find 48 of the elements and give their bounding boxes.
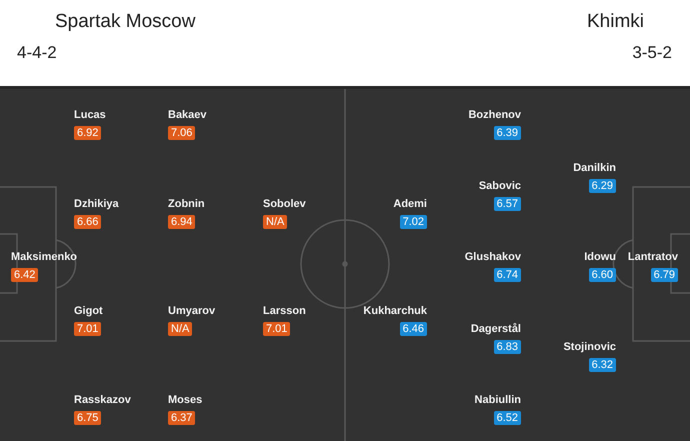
rating-badge: N/A (263, 215, 288, 229)
player-name: Bakaev (168, 108, 207, 122)
rating-badge: 7.02 (400, 215, 427, 229)
player-name: Lucas (74, 108, 106, 122)
player-name: Zobnin (168, 197, 205, 211)
player-name: Dzhikiya (74, 197, 119, 211)
rating-badge: 6.83 (494, 340, 521, 354)
rating-badge: 6.29 (588, 179, 616, 193)
rating-badge: 7.06 (168, 126, 196, 140)
rating-badge: 6.32 (588, 358, 616, 372)
player-name: Lantratov (628, 250, 678, 264)
rating-badge: 6.79 (650, 268, 678, 282)
player-name: Glushakov (464, 250, 521, 264)
player-name: Idowu (584, 250, 616, 264)
rating-badge: 6.66 (74, 215, 102, 229)
team-name: Spartak Moscow (55, 11, 196, 33)
player-name: Rasskazov (74, 393, 131, 407)
rating-badge: 6.94 (168, 215, 196, 229)
rating-badge: 6.92 (74, 126, 102, 140)
formation: 4-4-2 (17, 43, 57, 63)
player-name: Moses (168, 393, 202, 407)
player-name: Bozhenov (468, 108, 521, 122)
player-name: Dagerstål (470, 322, 521, 336)
player-name: Larsson (263, 304, 306, 318)
player-name: Umyarov (168, 304, 216, 318)
player-name: Sabovic (478, 179, 521, 193)
rating-badge: 7.01 (263, 322, 290, 336)
rating-badge: N/A (168, 322, 192, 336)
player-name: Maksimenko (11, 250, 78, 264)
player-name: Sobolev (263, 197, 306, 211)
player-name: Kukharchuk (363, 304, 427, 318)
rating-badge: 6.75 (74, 411, 102, 425)
rating-badge: 6.52 (494, 411, 521, 425)
rating-badge: 6.42 (11, 268, 38, 282)
rating-badge: 7.01 (74, 322, 102, 336)
formation: 3-5-2 (632, 43, 672, 63)
rating-badge: 6.37 (168, 411, 196, 425)
rating-badge: 6.74 (494, 268, 521, 282)
player-name: Danilkin (573, 161, 616, 175)
rating-badge: 6.57 (494, 197, 521, 211)
rating-badge: 6.46 (400, 322, 427, 336)
player-name: Nabiullin (474, 393, 521, 407)
player-name: Gigot (74, 304, 103, 318)
player-name: Stojinovic (563, 340, 616, 354)
player-name: Ademi (393, 197, 427, 211)
rating-badge: 6.60 (588, 268, 616, 282)
team-name: Khimki (586, 11, 644, 33)
rating-badge: 6.39 (494, 126, 521, 140)
